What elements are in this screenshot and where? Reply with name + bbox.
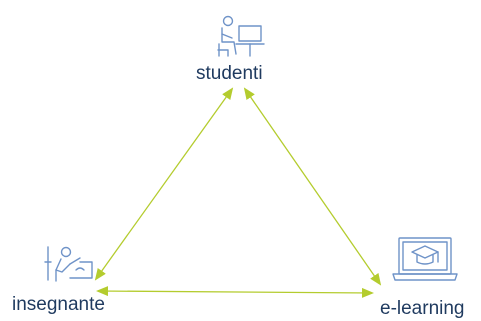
edge-studenti-e-learning	[243, 87, 382, 286]
student-at-computer-icon	[217, 15, 265, 57]
edge-insegnante-e-learning	[96, 286, 374, 298]
node-label-insegnante: insegnante	[12, 294, 105, 315]
edge-studenti-insegnante	[94, 87, 234, 281]
laptop-graduation-cap-icon	[392, 237, 458, 281]
node-label-studenti: studenti	[196, 63, 263, 84]
teacher-pointing-icon	[44, 246, 93, 282]
node-label-e-learning: e-learning	[380, 298, 465, 319]
